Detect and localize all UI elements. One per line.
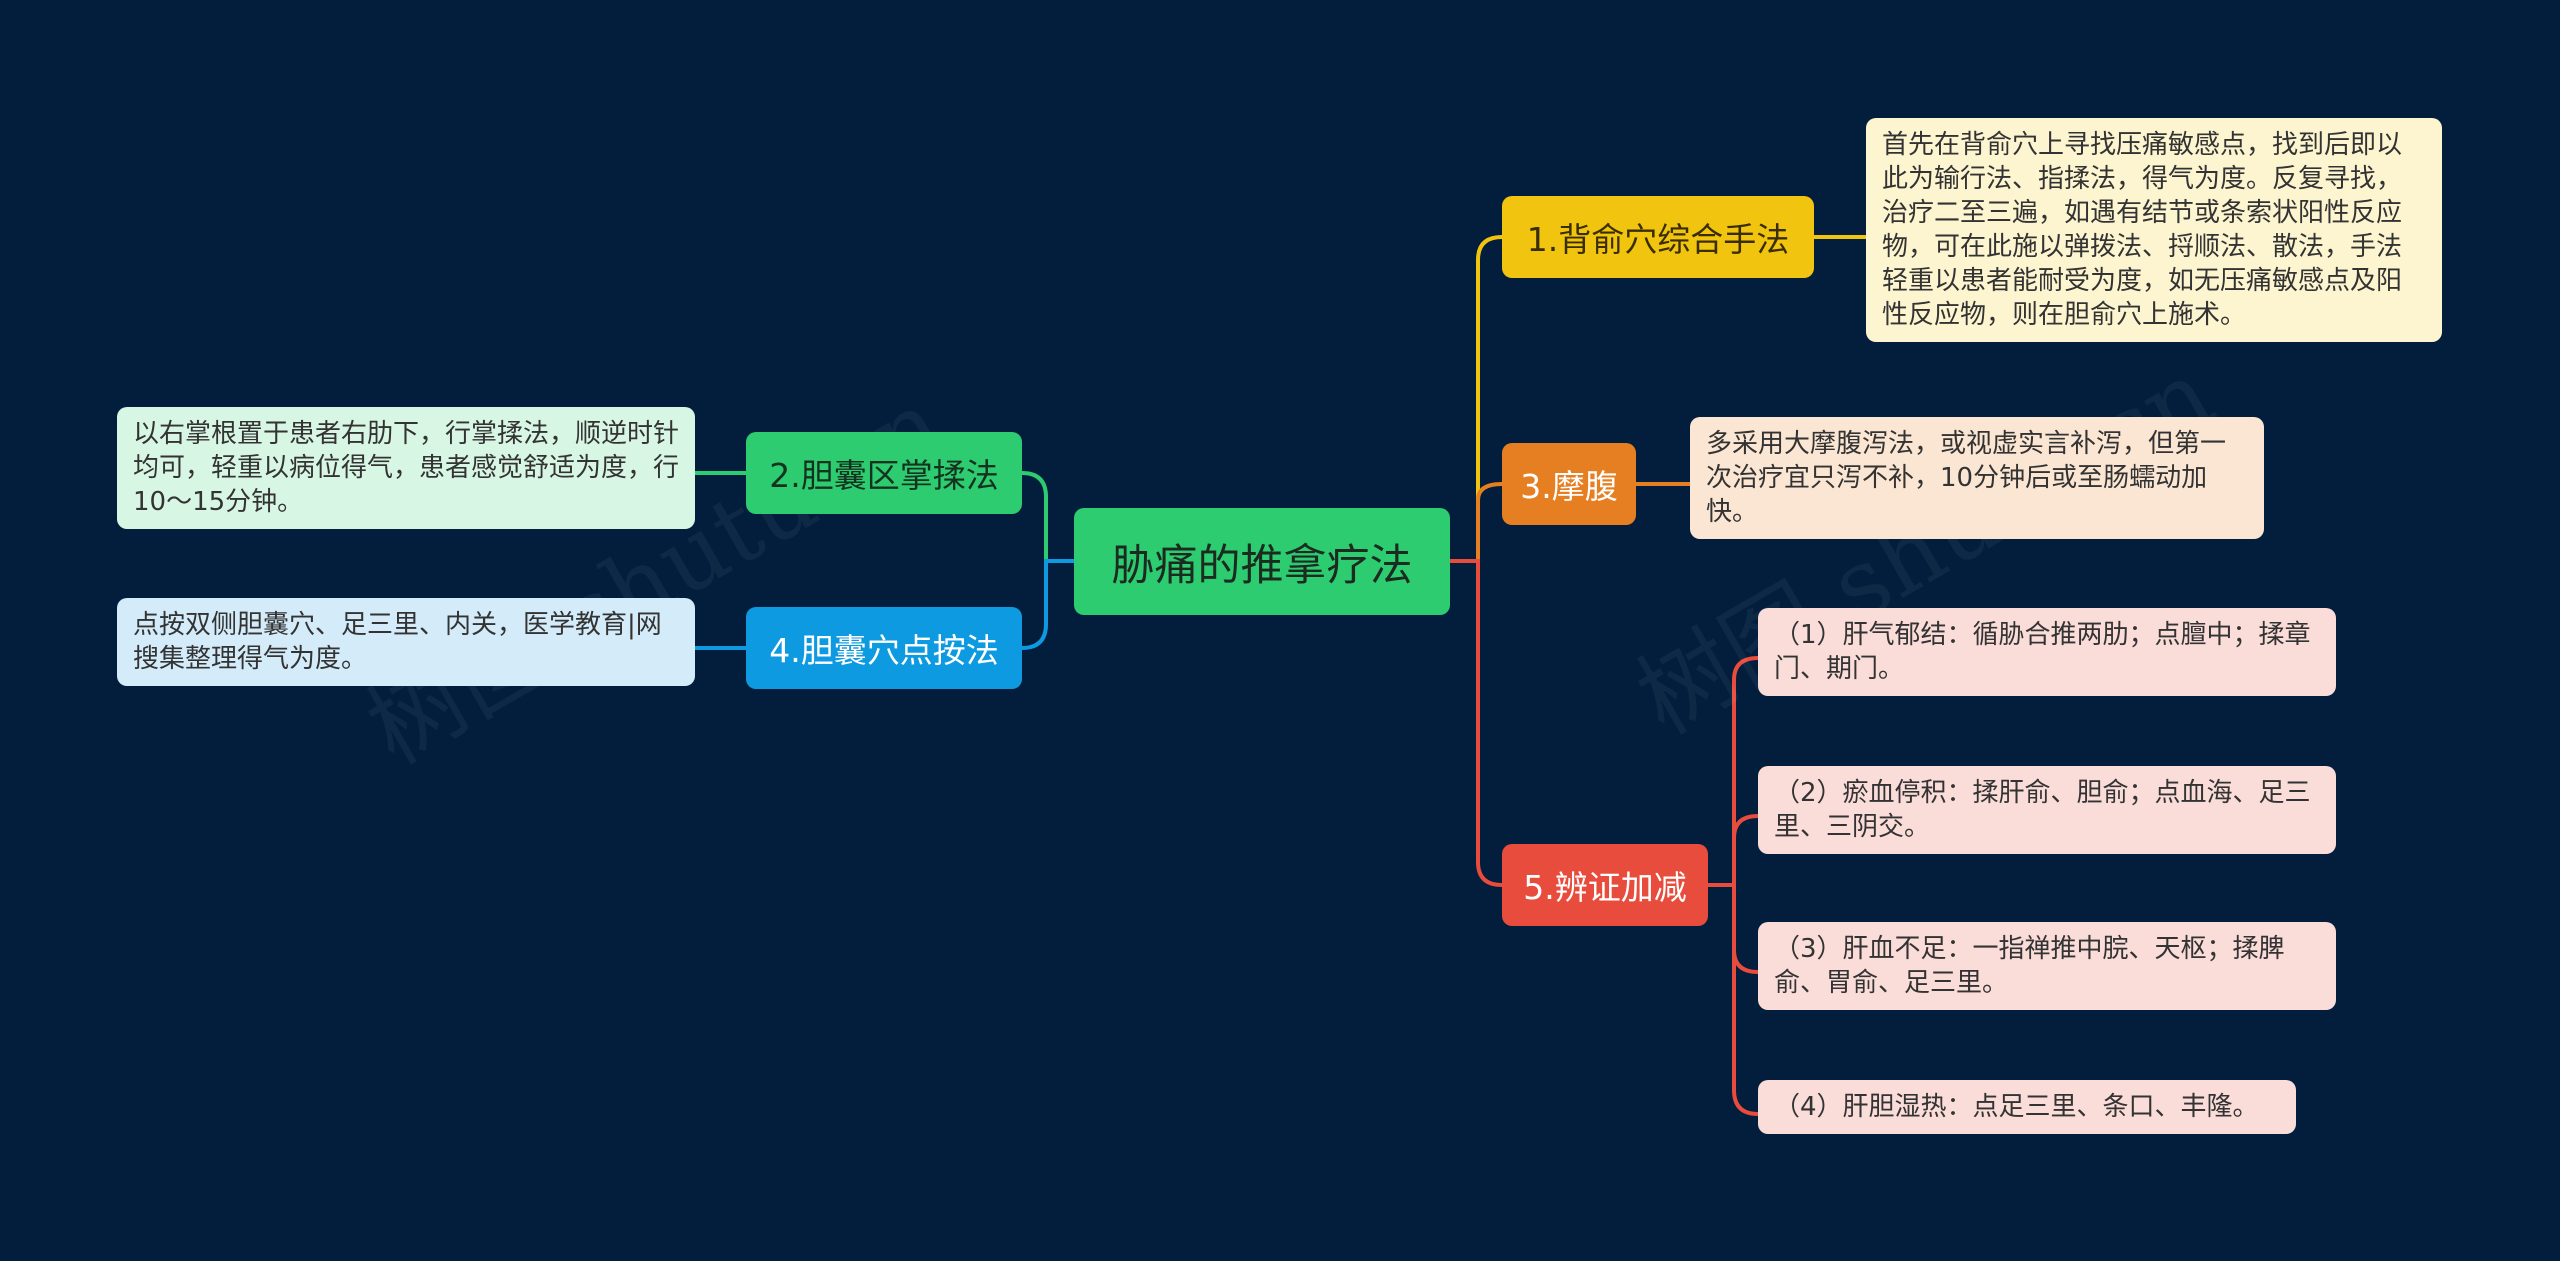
leaf-node-5-3[interactable]: （3）肝血不足：一指禅推中脘、天枢；揉脾俞、胃俞、足三里。	[1758, 922, 2336, 1010]
branch-node-2[interactable]: 2.胆囊区掌揉法	[746, 432, 1022, 514]
link-center-b5	[1450, 559, 1503, 887]
link-b5-l5b	[1708, 814, 1759, 887]
root-node[interactable]: 胁痛的推拿疗法	[1074, 508, 1450, 615]
branch-node-5[interactable]: 5.辨证加减	[1502, 844, 1708, 926]
link-center-b4	[1021, 559, 1074, 650]
leaf-node-2[interactable]: 以右掌根置于患者右肋下，行掌揉法，顺逆时针均可，轻重以病位得气，患者感觉舒适为度…	[117, 407, 695, 529]
leaf-node-4[interactable]: 点按双侧胆囊穴、足三里、内关，医学教育|网搜集整理得气为度。	[117, 598, 695, 686]
branch-node-4[interactable]: 4.胆囊穴点按法	[746, 607, 1022, 689]
link-center-b2	[1021, 471, 1074, 563]
link-center-b1	[1450, 235, 1503, 563]
leaf-node-5-1[interactable]: （1）肝气郁结：循胁合推两肋；点膻中；揉章门、期门。	[1758, 608, 2336, 696]
link-b5-l5d	[1708, 883, 1759, 1116]
branch-node-3[interactable]: 3.摩腹	[1502, 443, 1636, 525]
leaf-node-1[interactable]: 首先在背俞穴上寻找压痛敏感点，找到后即以此为输行法、指揉法，得气为度。反复寻找，…	[1866, 118, 2442, 342]
link-center-b3	[1450, 482, 1503, 563]
leaf-node-5-2[interactable]: （2）瘀血停积：揉肝俞、胆俞；点血海、足三里、三阴交。	[1758, 766, 2336, 854]
leaf-node-5-4[interactable]: （4）肝胆湿热：点足三里、条口、丰隆。	[1758, 1080, 2296, 1134]
branch-node-1[interactable]: 1.背俞穴综合手法	[1502, 196, 1814, 278]
link-b5-l5a	[1708, 656, 1759, 887]
leaf-node-3[interactable]: 多采用大摩腹泻法，或视虚实言补泻，但第一次治疗宜只泻不补，10分钟后或至肠蠕动加…	[1690, 417, 2264, 539]
